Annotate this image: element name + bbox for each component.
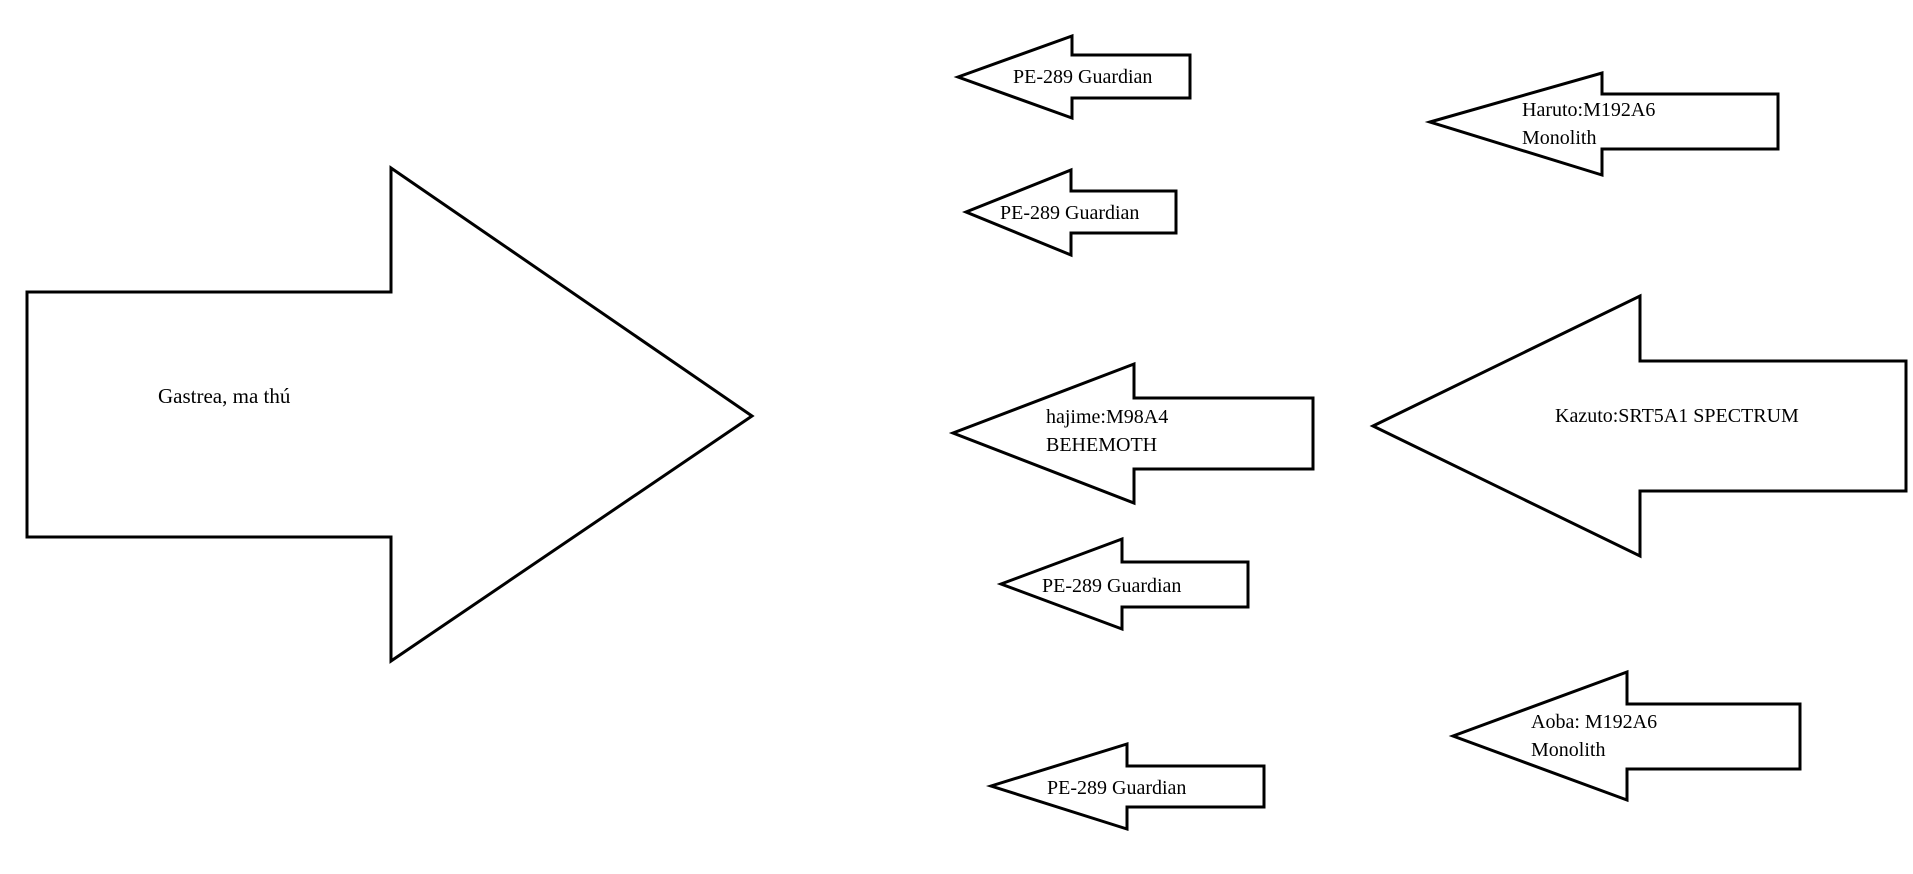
arrow-guardian-4: PE-289 Guardian	[985, 741, 1266, 832]
arrow-kazuto: Kazuto:SRT5A1 SPECTRUM	[1369, 293, 1908, 559]
arrow-haruto: Haruto:M192A6 Monolith	[1424, 71, 1780, 178]
arrow-hajime: hajime:M98A4 BEHEMOTH	[948, 361, 1315, 506]
arrow-guardian-3: PE-289 Guardian	[996, 536, 1250, 632]
arrow-guardian-4-shape	[985, 741, 1266, 832]
arrow-guardian-1-label: PE-289 Guardian	[1013, 66, 1152, 88]
arrow-gastrea-shape	[25, 165, 755, 664]
arrow-guardian-1-shape	[953, 33, 1192, 121]
arrow-gastrea-label: Gastrea, ma thú	[158, 384, 291, 408]
arrow-guardian-3-label: PE-289 Guardian	[1042, 575, 1181, 597]
arrow-aoba-shape	[1448, 669, 1802, 803]
arrow-kazuto-label: Kazuto:SRT5A1 SPECTRUM	[1555, 405, 1799, 427]
arrow-guardian-2-label: PE-289 Guardian	[1000, 202, 1139, 224]
arrow-kazuto-shape	[1369, 293, 1908, 559]
arrow-haruto-shape	[1424, 71, 1780, 178]
arrow-guardian-1: PE-289 Guardian	[953, 33, 1192, 121]
arrow-aoba-label: Aoba: M192A6 Monolith	[1531, 711, 1662, 761]
arrow-hajime-shape	[948, 361, 1315, 506]
arrow-guardian-3-shape	[996, 536, 1250, 632]
arrow-haruto-label: Haruto:M192A6 Monolith	[1522, 99, 1660, 149]
arrow-gastrea: Gastrea, ma thú	[25, 165, 755, 664]
arrow-guardian-2: PE-289 Guardian	[962, 167, 1178, 258]
arrow-guardian-4-label: PE-289 Guardian	[1047, 777, 1186, 799]
arrow-aoba: Aoba: M192A6 Monolith	[1448, 669, 1802, 803]
arrow-hajime-label: hajime:M98A4 BEHEMOTH	[1046, 406, 1173, 456]
arrow-guardian-2-shape	[962, 167, 1178, 258]
